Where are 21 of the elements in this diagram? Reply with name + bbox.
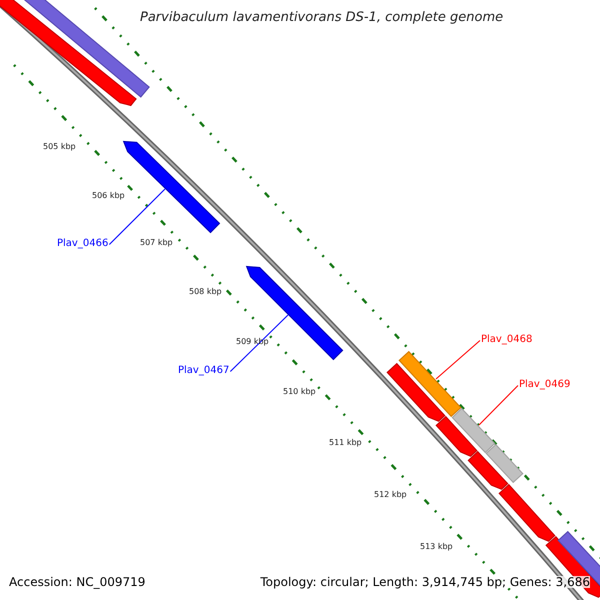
title: Parvibaculum lavamentivorans DS-1, complete genome <box>140 11 504 24</box>
scale-label: 508 kbp <box>189 288 222 296</box>
gene-label: Plav_0466 <box>57 239 108 249</box>
scale-label: 512 kbp <box>374 491 407 499</box>
scale-label: 511 kbp <box>329 439 362 447</box>
scale-label: 505 kbp <box>43 143 76 151</box>
leader-line <box>230 314 288 372</box>
scale-label: 506 kbp <box>92 192 125 200</box>
leader-line <box>108 188 166 245</box>
footer-text: Topology: circular; Length: 3,914,745 bp; Genes: 3,686 <box>260 576 590 588</box>
scale-label: 510 kbp <box>283 388 316 396</box>
gene-label: Plav_0467 <box>178 366 230 376</box>
gene-arrow <box>398 350 462 418</box>
gene-label: Plav_0468 <box>481 335 532 345</box>
footer-text: Accession: NC_009719 <box>9 576 146 588</box>
scale-label: 513 kbp <box>420 543 453 551</box>
leader-line <box>478 385 518 426</box>
gene-arrow <box>122 140 220 234</box>
leader-line <box>436 340 480 380</box>
gene-label: Plav_0469 <box>519 380 570 390</box>
gene-arrow <box>452 408 496 454</box>
